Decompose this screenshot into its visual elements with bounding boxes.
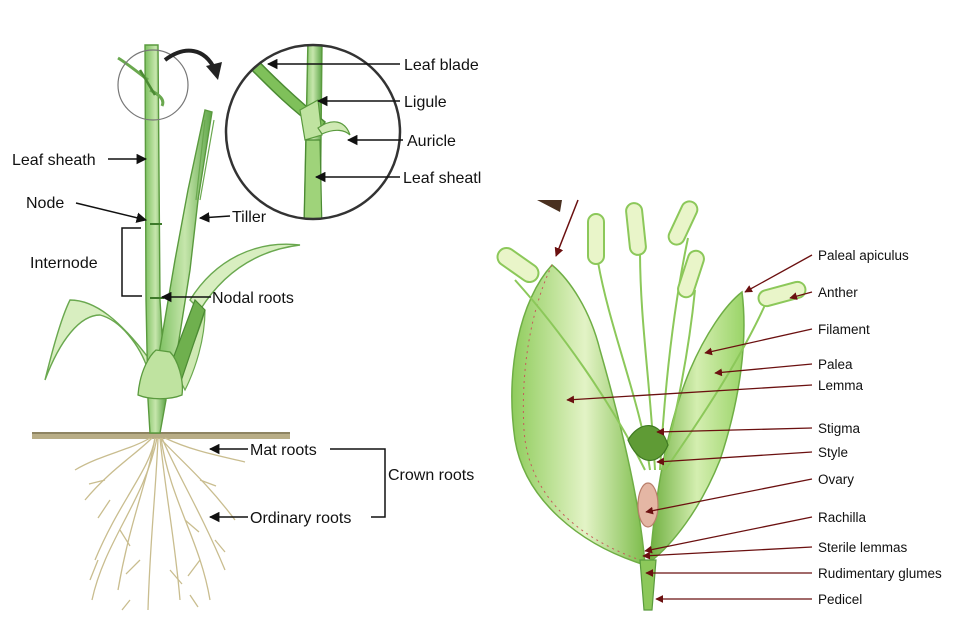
label-stigma: Stigma: [818, 421, 861, 436]
label-palea: Palea: [818, 357, 853, 372]
label-node: Node: [26, 195, 64, 212]
label-leaf-blade: Leaf blade: [404, 57, 479, 74]
label-style: Style: [818, 445, 848, 460]
palea: [650, 292, 744, 562]
label-mat-roots: Mat roots: [250, 442, 317, 459]
roots: [75, 438, 245, 610]
zoom-detail: [226, 40, 400, 230]
label-filament: Filament: [818, 322, 870, 337]
label-internode: Internode: [30, 255, 98, 272]
ovary: [638, 483, 658, 527]
label-anther: Anther: [818, 285, 858, 300]
label-pedicel: Pedicel: [818, 592, 862, 607]
label-rudimentary-glumes: Rudimentary glumes: [818, 566, 942, 581]
label-ordinary-roots: Ordinary roots: [250, 510, 351, 527]
label-paleal-apiculus: Paleal apiculus: [818, 248, 909, 263]
label-rachilla: Rachilla: [818, 510, 867, 525]
label-sterile-lemmas: Sterile lemmas: [818, 540, 908, 555]
label-tiller: Tiller: [232, 209, 267, 226]
label-ligule: Ligule: [404, 94, 447, 111]
label-crown-roots: Crown roots: [388, 467, 474, 484]
label-nodal-roots: Nodal roots: [212, 290, 294, 307]
label-lemma: Lemma: [818, 378, 864, 393]
lower-leaf-left: [45, 300, 150, 380]
label-leaf-sheath-zoom: Leaf sheatl: [403, 170, 481, 187]
lemma: [512, 265, 645, 565]
label-leaf-sheath: Leaf sheath: [12, 152, 96, 169]
pedicel: [640, 560, 656, 610]
label-ovary: Ovary: [818, 472, 854, 487]
label-auricle: Auricle: [407, 133, 456, 150]
rice-spikelet: [494, 199, 807, 610]
